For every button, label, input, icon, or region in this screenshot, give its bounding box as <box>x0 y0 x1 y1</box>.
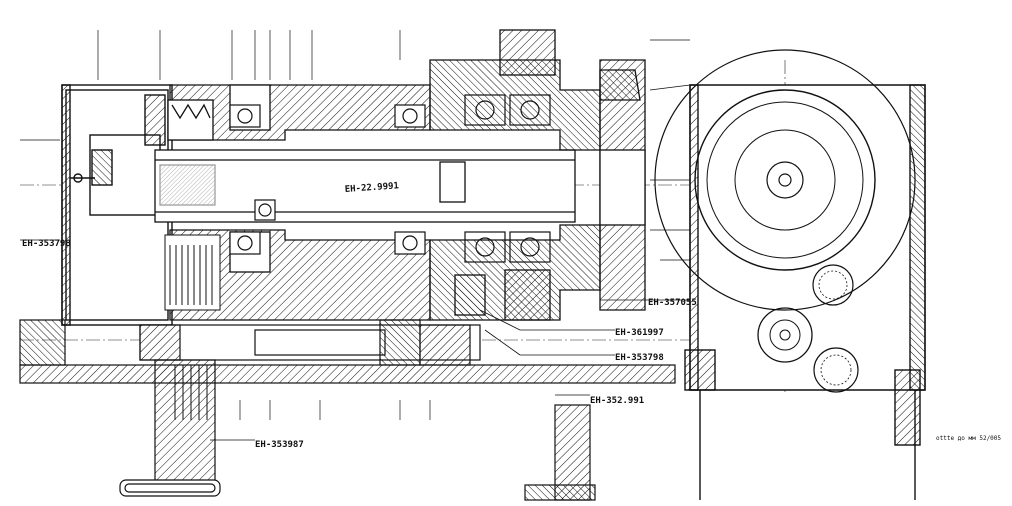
label-lower-right-1: EH-361997 <box>615 328 664 338</box>
small-gears <box>757 264 859 393</box>
right-gearbox-housing <box>684 84 926 500</box>
spindle-nose <box>429 29 646 321</box>
label-left-flange: EH-353798 <box>22 239 71 249</box>
lower-shaft <box>139 319 481 366</box>
label-bottom-center: EH-352.991 <box>590 396 644 406</box>
corner-note: ottte до мм 52/005 <box>936 435 1001 442</box>
gear-stack <box>164 234 221 311</box>
part-labels: EH-22.9991 EH-353798 EH-361997 EH-353798… <box>22 181 1001 450</box>
pulley <box>119 359 221 497</box>
bottom-bracket <box>524 404 596 501</box>
label-lower-right-2: EH-353798 <box>615 353 664 363</box>
dimension-ticks <box>97 30 431 420</box>
label-pulley: EH-353987 <box>255 440 304 450</box>
label-spindle: EH-22.9991 <box>345 181 400 195</box>
spindle-shaft <box>154 149 576 223</box>
large-flywheel <box>654 49 916 311</box>
label-right-housing: EH-357055 <box>648 298 697 308</box>
leader-lines <box>20 39 691 441</box>
